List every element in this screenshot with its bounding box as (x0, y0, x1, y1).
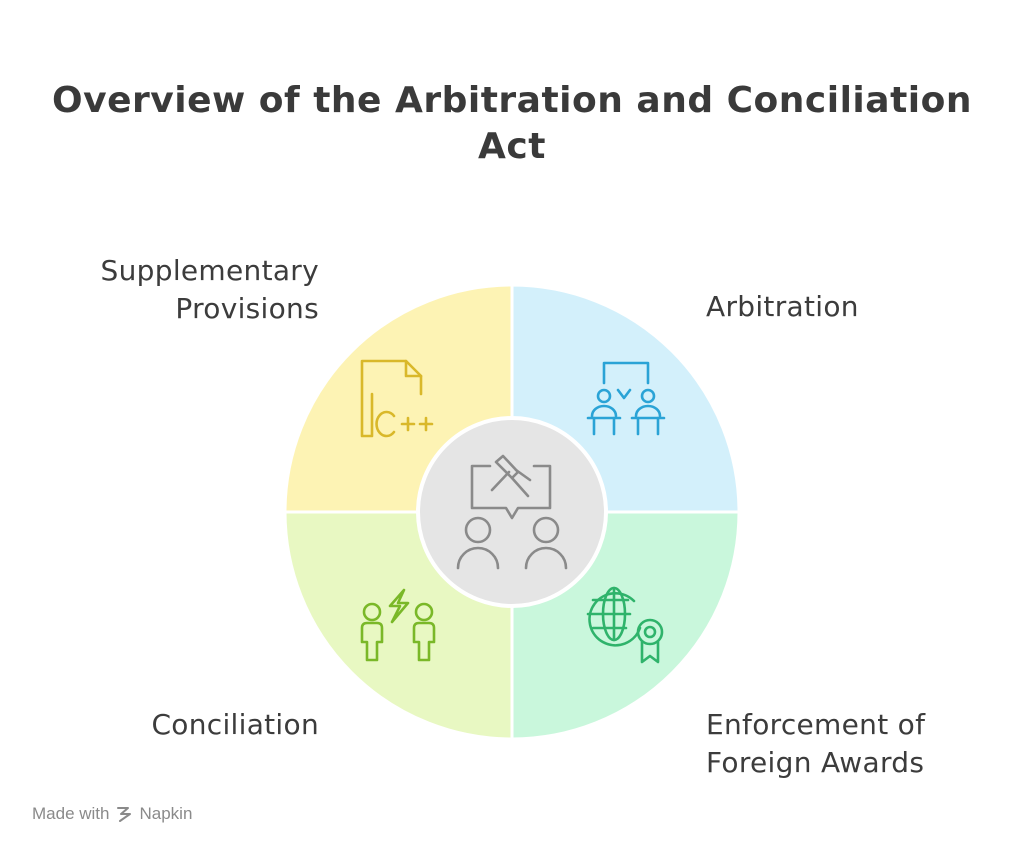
napkin-watermark: Made with Napkin (32, 802, 192, 826)
label-enforcement-line-1: Enforcement of (706, 708, 926, 741)
label-conciliation: Conciliation (151, 706, 319, 744)
arbitration-podium-icon (586, 361, 666, 436)
label-supplementary-provisions: Supplementary Provisions (101, 252, 319, 328)
label-enforcement-foreign-awards: Enforcement of Foreign Awards (706, 706, 925, 782)
conflict-people-icon (360, 588, 436, 662)
diagram-title: Overview of the Arbitration and Concilia… (0, 78, 1024, 170)
napkin-logo-icon (117, 807, 132, 822)
label-enforcement-line-2: Foreign Awards (706, 746, 925, 779)
globe-award-icon (586, 586, 664, 664)
made-with-text: Made with (32, 804, 110, 823)
label-supplementary-line-2: Provisions (175, 292, 319, 325)
title-line-2: Act (478, 126, 546, 167)
center-circle (416, 416, 608, 608)
napkin-brand-text: Napkin (139, 804, 193, 823)
label-arbitration-line-1: Arbitration (706, 290, 859, 323)
label-arbitration: Arbitration (706, 288, 859, 326)
label-conciliation-line-1: Conciliation (151, 708, 319, 741)
gavel-discussion-icon (456, 454, 568, 570)
label-supplementary-line-1: Supplementary (100, 254, 319, 287)
title-line-1: Overview of the Arbitration and Concilia… (52, 80, 972, 121)
cpp-document-icon (360, 359, 434, 438)
